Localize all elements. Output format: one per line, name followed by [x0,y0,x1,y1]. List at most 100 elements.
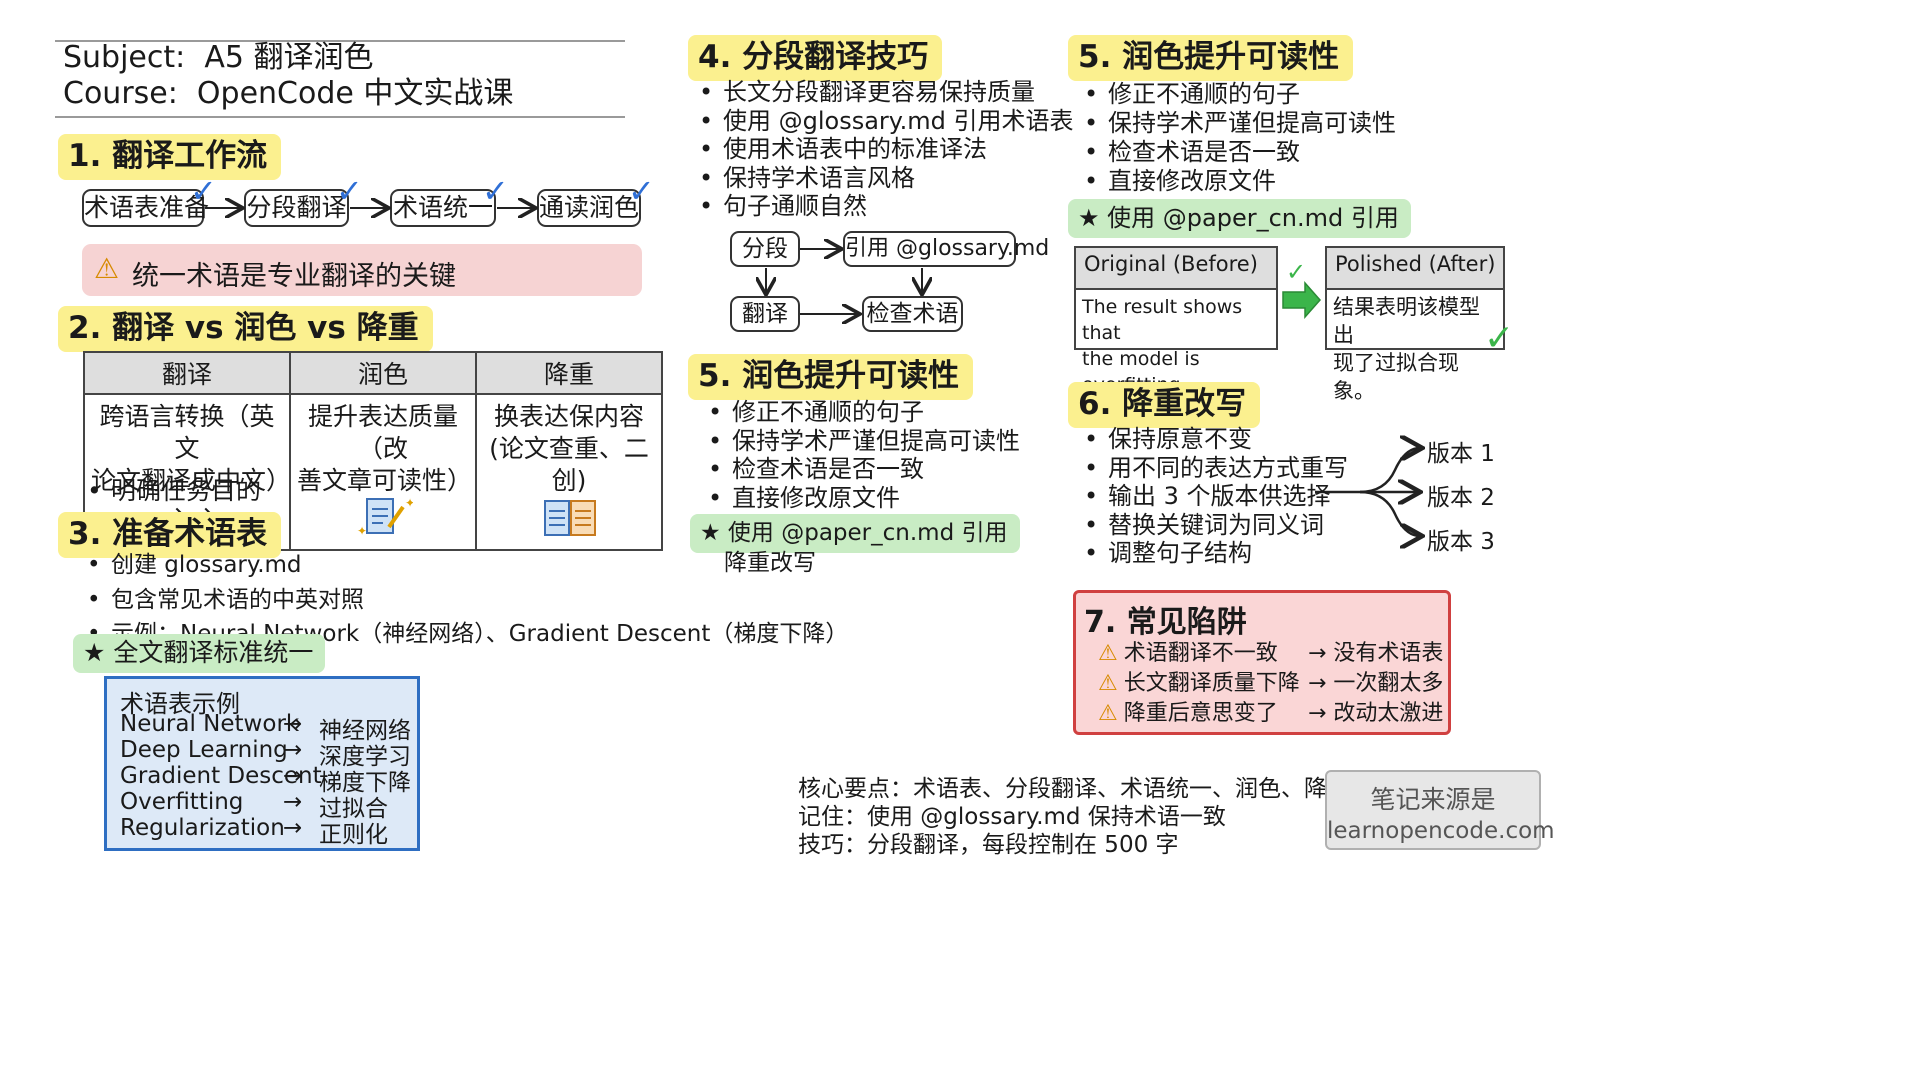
list-item: 创建 glossary.md [85,548,848,583]
section-4-title: 4. 分段翻译技巧 [688,35,943,81]
check-icon: ✓ [336,172,363,210]
section-2-notes: 明确任务目的 [85,474,261,509]
list-item: 输出 3 个版本供选择 [1082,482,1348,511]
list-item: 修正不通顺的句子 [1082,80,1396,109]
section-5-mid-bullets: 修正不通顺的句子 保持学术严谨但提高可读性 检查术语是否一致 直接修改原文件 [706,398,1020,512]
document-edit-icon: ✦ ✦ [357,496,415,538]
pitfall-cause: → 没有术语表 [1308,641,1444,666]
key-warning-banner: ⚠ 统一术语是专业翻译的关键 [82,244,642,296]
subject-line: Subject: A5 翻译润色 [63,38,374,78]
check-icon: ✓ [1286,258,1307,286]
arrow-icon: → [283,789,303,815]
before-text: The result shows that the model is overf… [1082,296,1243,396]
workflow-step-2: 分段翻译 [244,189,349,227]
term-zh: 神经网络 [319,718,411,744]
list-item: 检查术语是否一致 [706,455,1020,484]
term-en: Neural Network [120,711,300,737]
list-item: 包含常见术语的中英对照 [85,583,848,618]
term-en: Overfitting [120,789,244,815]
documents-icon [544,500,596,536]
list-item: 明确任务目的 [85,474,261,509]
footer-tip: 技巧：分段翻译，每段控制在 500 字 [798,832,1179,858]
term-zh: 过拟合 [319,796,388,822]
list-item: 使用术语表中的标准译法 [697,135,1073,164]
after-header: Polished (After) [1327,248,1503,290]
term-en: Deep Learning [120,737,288,763]
footer-reminder: 记住：使用 @glossary.md 保持术语一致 [798,804,1226,830]
table-cell-rewrite: 换表达保内容 (论文查重、二创) [475,393,663,551]
warning-icon: ⚠ [1098,701,1118,726]
pitfall-item: ⚠长文翻译质量下降 [1098,665,1300,697]
arrow-icon: → [283,763,303,789]
before-header: Original (Before) [1076,248,1276,290]
list-item: 用不同的表达方式重写 [1082,454,1348,483]
pitfall-cause: → 改动太激进 [1308,701,1444,726]
term-zh: 深度学习 [319,744,411,770]
glossary-title: 术语表示例 [120,690,240,718]
list-item: 保持学术严谨但提高可读性 [706,427,1020,456]
check-icon: ✓ [482,172,509,210]
flow-split: 分段 [730,231,800,267]
list-item: 句子通顺自然 [697,192,1073,221]
arrow-right-icon [1282,281,1322,319]
section-4-bullets: 长文分段翻译更容易保持质量 使用 @glossary.md 引用术语表 使用术语… [697,78,1073,221]
pitfall-issue: 降重后意思变了 [1123,701,1278,726]
course-line: Course: OpenCode 中文实战课 [63,74,513,114]
arrow-icon: → [283,737,303,763]
list-item: 替换关键词为同义词 [1082,511,1348,540]
section-5-mid-highlight: ★ 使用 @paper_cn.md 引用 [690,514,1020,553]
section-2-title: 2. 翻译 vs 润色 vs 降重 [58,306,433,352]
warning-icon: ⚠ [94,252,120,285]
table-cell-polish: 提升表达质量（改 善文章可读性） ✦ ✦ [289,393,477,551]
check-icon: ✓ [1484,318,1515,359]
before-box: Original (Before) The result shows that … [1074,246,1278,396]
course-value: OpenCode 中文实战课 [196,76,514,111]
pitfalls-box: 7. 常见陷阱 ⚠术语翻译不一致 → 没有术语表 ⚠长文翻译质量下降 → 一次翻… [1073,590,1451,735]
workflow-step-4: 通读润色 [537,189,641,227]
cell-text: 换表达保内容 (论文查重、二创) [489,402,649,495]
column-header-rewrite: 降重 [475,351,663,395]
section-3-highlight: ★ 全文翻译标准统一 [73,634,326,673]
section-6-bullets: 保持原意不变 用不同的表达方式重写 输出 3 个版本供选择 替换关键词为同义词 … [1082,425,1348,568]
pitfall-cause: → 一次翻太多 [1308,671,1444,696]
section-5-right-highlight: ★ 使用 @paper_cn.md 引用 [1068,199,1411,238]
workflow-step-1: 术语表准备 [82,189,209,227]
glossary-example-box: 术语表示例 Neural Network → 神经网络 Deep Learnin… [104,676,420,851]
list-item: 长文分段翻译更容易保持质量 [697,78,1073,107]
list-item: 使用 @glossary.md 引用术语表 [697,107,1073,136]
section-5-right-title: 5. 润色提升可读性 [1068,35,1354,81]
workflow-step-3: 术语统一 [390,189,496,227]
arrow-icon: → [283,815,303,841]
warning-icon: ⚠ [1098,671,1118,696]
source-badge: 笔记来源是 learnopencode.com [1325,770,1555,850]
section-5-right-bullets: 修正不通顺的句子 保持学术严谨但提高可读性 检查术语是否一致 直接修改原文件 [1082,80,1396,196]
list-item: 直接修改原文件 [706,484,1020,513]
term-zh: 正则化 [319,822,388,848]
section-5-mid-title: 5. 润色提升可读性 [688,354,974,400]
term-en: Regularization [120,815,285,841]
source-url: learnopencode.com [1327,818,1555,844]
version-label: 版本 2 [1427,485,1495,511]
arrow-icon: → [283,711,303,737]
list-item: 保持学术语言风格 [697,164,1073,193]
svg-text:✦: ✦ [357,524,367,537]
footer-summary: 核心要点：术语表、分段翻译、术语统一、润色、降重 [798,776,1350,802]
check-icon: ✓ [628,172,655,210]
list-item: 保持原意不变 [1082,425,1348,454]
column-header-translate: 翻译 [83,351,291,395]
subject-label: Subject: [63,40,186,75]
list-item: 检查术语是否一致 [1082,138,1396,167]
check-icon: ✓ [190,172,217,210]
pitfall-item: ⚠术语翻译不一致 [1098,635,1278,667]
term-en: Gradient Descent [120,763,322,789]
flow-check: 检查术语 [862,296,963,332]
flow-translate: 翻译 [730,296,800,332]
pitfall-issue: 长文翻译质量下降 [1123,671,1300,696]
list-item: 修正不通顺的句子 [706,398,1020,427]
arrow-icon [1359,490,1420,536]
cell-text: 提升表达质量（改 善文章可读性） [297,402,473,495]
list-item: 直接修改原文件 [1082,167,1396,196]
section-7-title: 7. 常见陷阱 [1084,605,1247,640]
list-item: 调整句子结构 [1082,539,1348,568]
